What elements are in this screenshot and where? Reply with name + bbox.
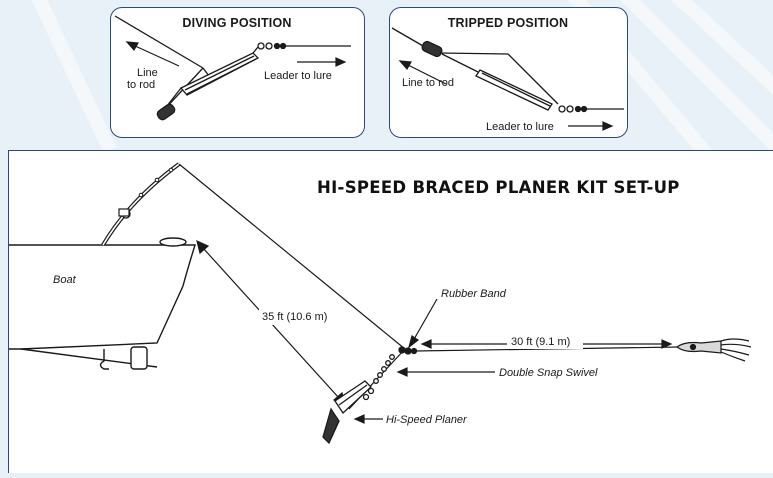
tripped-title: TRIPPED POSITION <box>448 16 569 30</box>
lure-icon <box>675 338 752 362</box>
planer-label: Hi-Speed Planer <box>386 414 468 426</box>
tripped-planer-icon <box>391 27 624 113</box>
planer-distance-label: 35 ft (10.6 m) <box>262 311 327 323</box>
planer-pointer <box>353 414 383 424</box>
diving-leader-label: Leader to lure <box>264 70 332 82</box>
tripped-leader-label: Leader to lure <box>486 121 554 133</box>
swivel-arrow <box>396 367 495 377</box>
tripped-leader-arrow <box>568 121 614 131</box>
line-to-rod-arrow <box>125 41 180 67</box>
setup-diagram-panel: HI-SPEED BRACED PLANER KIT SET-UP Boat <box>8 150 773 473</box>
diving-title: DIVING POSITION <box>182 16 291 30</box>
double-snap-swivel <box>373 354 395 384</box>
rubber-band-label: Rubber Band <box>441 288 507 300</box>
main-line <box>178 163 406 410</box>
swivel-label: Double Snap Swivel <box>499 367 598 379</box>
lure-distance-label: 30 ft (9.1 m) <box>511 336 570 348</box>
diving-position-panel: DIVING POSITION Line to rod <box>110 7 365 138</box>
hi-speed-planer <box>322 380 375 445</box>
boat-hull <box>9 237 196 370</box>
tripped-line-to-rod-arrow <box>398 60 447 85</box>
diving-line-label-1: Line <box>137 67 158 79</box>
tripped-position-panel: TRIPPED POSITION Line to rod Leader to l… <box>389 7 628 138</box>
rubber-band <box>398 346 418 355</box>
boat-label: Boat <box>53 274 77 286</box>
diving-planer-icon <box>114 15 351 121</box>
fishing-rod <box>101 162 181 247</box>
leader-arrow <box>297 57 347 67</box>
rubber-band-pointer <box>407 298 438 349</box>
tripped-line-label: Line to rod <box>402 77 454 89</box>
diving-line-label-2: to rod <box>127 79 155 91</box>
main-title: HI-SPEED BRACED PLANER KIT SET-UP <box>317 178 680 197</box>
